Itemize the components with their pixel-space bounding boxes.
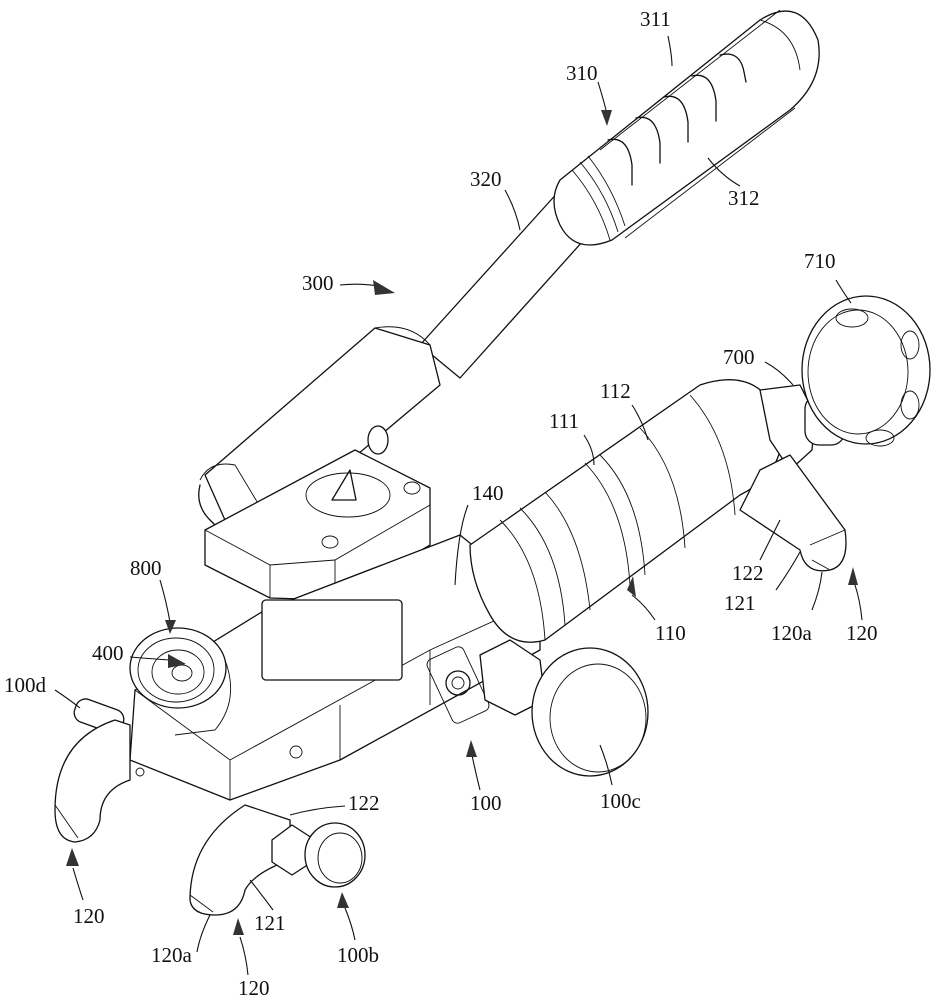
reference-labels: 311 310 312 320 300 710 700 112 111 140 …	[4, 7, 878, 1000]
leader-120-bottom	[239, 936, 249, 976]
leader-100c	[599, 744, 613, 786]
foot-120-left	[54, 719, 131, 843]
label-120-right: 120	[846, 621, 878, 645]
leader-111	[583, 434, 595, 466]
pump-head	[204, 449, 431, 601]
label-140: 140	[472, 481, 504, 505]
arrow-300	[373, 280, 395, 295]
leader-120-right	[854, 584, 863, 621]
label-122-bottom: 122	[348, 791, 380, 815]
arrow-120-left	[66, 848, 79, 866]
grip-310	[553, 9, 820, 246]
label-120a-right: 120a	[771, 621, 813, 645]
leaders	[54, 35, 863, 976]
handwheel-710	[801, 295, 931, 447]
leader-320	[504, 189, 521, 231]
label-710: 710	[804, 249, 836, 273]
label-120a-bottom: 120a	[151, 943, 193, 967]
foot-120-right	[739, 454, 847, 572]
label-100: 100	[470, 791, 502, 815]
leader-400	[129, 656, 171, 661]
handle-assembly-300	[198, 9, 820, 541]
main-body-100	[129, 534, 541, 801]
label-122-right: 122	[732, 561, 764, 585]
arrow-120-right	[848, 567, 858, 585]
arrow-120-bottom	[233, 918, 244, 935]
label-800: 800	[130, 556, 162, 580]
leader-311	[667, 35, 673, 67]
label-300: 300	[302, 271, 334, 295]
arrow-800	[165, 620, 176, 634]
leader-310	[597, 81, 607, 111]
knob-100b	[271, 822, 366, 888]
label-121-bottom: 121	[254, 911, 286, 935]
arrow-310	[601, 110, 612, 126]
label-111: 111	[549, 409, 579, 433]
label-120-left: 120	[73, 904, 105, 928]
leader-140	[454, 504, 469, 586]
leader-121-bottom	[249, 879, 274, 911]
label-110: 110	[655, 621, 686, 645]
leader-120a-bottom	[196, 914, 211, 953]
cylinder-base	[261, 599, 403, 681]
leader-110	[631, 594, 656, 621]
label-100c: 100c	[600, 789, 641, 813]
label-100d: 100d	[4, 673, 47, 697]
leader-120-left	[72, 867, 84, 901]
leader-112	[631, 404, 649, 441]
foot-120-bottom	[189, 804, 291, 916]
label-310: 310	[566, 61, 598, 85]
leader-700	[764, 361, 794, 386]
leader-800	[159, 579, 171, 623]
leader-120a-right	[811, 571, 823, 611]
leader-122-right	[759, 519, 781, 561]
arrow-100b	[337, 892, 349, 908]
leader-121-right	[775, 551, 801, 591]
label-400: 400	[92, 641, 124, 665]
leader-100	[471, 754, 481, 791]
coupling-800	[129, 627, 232, 736]
port-400	[171, 664, 193, 682]
leader-710	[835, 279, 852, 304]
leader-100b	[344, 907, 356, 941]
label-112: 112	[600, 379, 631, 403]
label-121-right: 121	[724, 591, 756, 615]
arrow-400	[168, 654, 186, 668]
leader-312	[707, 157, 741, 187]
leader-122-bottom	[289, 805, 346, 816]
label-312: 312	[728, 186, 760, 210]
leader-100d	[54, 689, 81, 709]
label-320: 320	[470, 167, 502, 191]
arrow-100	[466, 740, 477, 757]
arrow-110	[627, 576, 636, 597]
cylinder-110	[469, 379, 783, 643]
label-311: 311	[640, 7, 671, 31]
leader-300	[339, 283, 379, 287]
label-100b: 100b	[337, 943, 379, 967]
knob-100c	[479, 639, 649, 777]
label-700: 700	[723, 345, 755, 369]
label-120-bottom: 120	[238, 976, 270, 1000]
